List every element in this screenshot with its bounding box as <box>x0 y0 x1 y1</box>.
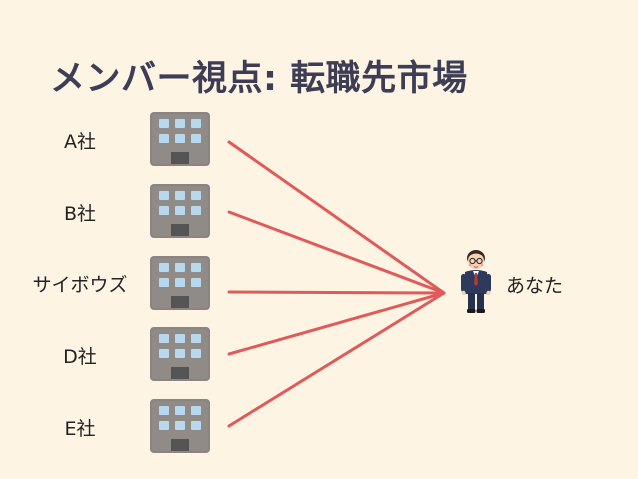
building-icon <box>150 112 210 166</box>
connector-line-e <box>227 291 446 428</box>
connector-line-a <box>227 140 446 295</box>
company-label-a: A社 <box>64 131 96 153</box>
you-label: あなた <box>506 275 564 297</box>
building-icon <box>150 399 210 453</box>
company-label-d: D社 <box>63 346 97 368</box>
slide-title: メンバー視点: 転職先市場 <box>50 59 468 99</box>
building-icon <box>150 184 210 238</box>
company-label-e: E社 <box>64 418 96 440</box>
company-label-cybozu: サイボウズ <box>32 274 128 296</box>
businessman-icon <box>461 250 491 313</box>
connector-line-cybozu <box>227 290 446 295</box>
company-label-b: B社 <box>63 203 97 225</box>
building-icon <box>150 256 210 310</box>
connector-line-d <box>227 291 446 356</box>
connector-line-b <box>227 210 446 295</box>
building-icon <box>150 327 210 381</box>
